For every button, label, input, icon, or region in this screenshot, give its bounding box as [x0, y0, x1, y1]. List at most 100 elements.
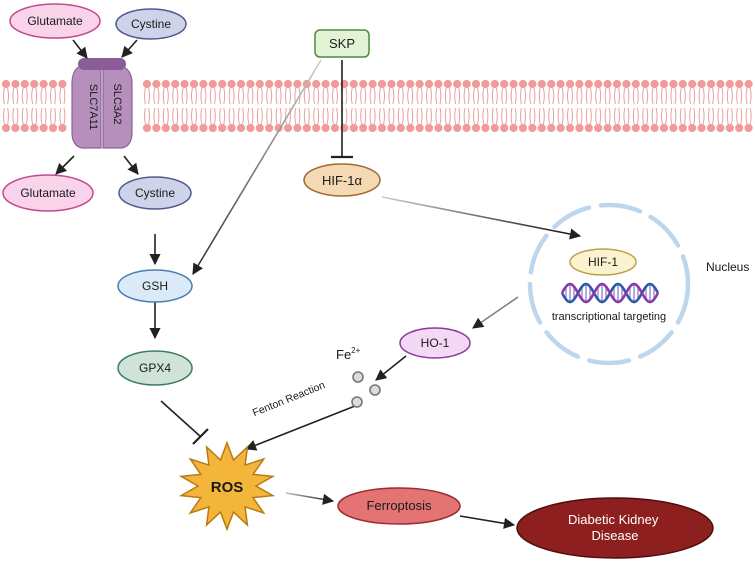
membrane-lipid-tail	[322, 107, 329, 125]
membrane-lipid-head	[368, 123, 377, 133]
membrane-lipid-head	[603, 123, 612, 133]
membrane-lipid-tail	[745, 107, 752, 125]
membrane-lipid-tail	[557, 87, 564, 105]
membrane-lipid-head	[218, 123, 227, 133]
membrane-lipid-head	[359, 123, 368, 133]
membrane-lipid-tail	[144, 107, 150, 125]
membrane-lipid-tail	[473, 87, 479, 105]
fe-ion-dot	[369, 384, 381, 396]
membrane-lipid-head	[302, 123, 311, 133]
membrane-lipid-tail	[501, 107, 508, 125]
membrane-lipid-tail	[435, 107, 442, 125]
membrane-lipid-head	[669, 79, 678, 89]
arrow-fe-to-ros	[244, 405, 356, 451]
glutamate-inside-node	[2, 174, 94, 212]
membrane-lipid-head	[744, 123, 753, 133]
membrane-lipid-tail	[209, 87, 216, 105]
membrane-lipid-tail	[59, 87, 66, 105]
membrane-lipid-head	[39, 79, 48, 89]
membrane-lipid-tail	[632, 107, 639, 125]
membrane-lipid-tail	[332, 107, 338, 125]
membrane-lipid-head	[443, 79, 452, 89]
membrane-lipid-tail	[717, 87, 724, 105]
membrane-lipid-head	[330, 123, 340, 133]
membrane-lipid-head	[434, 79, 443, 89]
membrane-lipid-head	[565, 79, 575, 89]
membrane-lipid-tail	[661, 107, 667, 125]
membrane-lipid-head	[735, 79, 744, 89]
nucleus-label: Nucleus	[706, 260, 749, 274]
membrane-lipid-tail	[350, 107, 357, 125]
membrane-lipid-head	[1, 123, 11, 133]
membrane-lipid-tail	[576, 107, 583, 125]
membrane-lipid-head	[246, 123, 255, 133]
fe-ion-dot	[351, 396, 363, 408]
transporter-cap	[78, 58, 126, 70]
membrane-lipid-head	[58, 123, 67, 133]
membrane-lipid-head	[1, 79, 11, 89]
membrane-lipid-head	[415, 123, 424, 133]
membrane-lipid-head	[424, 79, 434, 89]
membrane-lipid-head	[471, 123, 481, 133]
membrane-lipid-tail	[285, 87, 291, 105]
membrane-lipid-head	[650, 123, 659, 133]
cystine-inside-node	[118, 176, 192, 210]
membrane-lipid-tail	[538, 87, 545, 105]
membrane-lipid-tail	[520, 87, 526, 105]
membrane-lipid-head	[556, 123, 565, 133]
membrane-lipid-head	[490, 123, 499, 133]
membrane-lipid-head	[255, 79, 264, 89]
membrane-lipid-tail	[21, 87, 28, 105]
membrane-lipid-tail	[360, 107, 367, 125]
membrane-lipid-tail	[679, 107, 686, 125]
membrane-lipid-tail	[454, 107, 461, 125]
membrane-lipid-tail	[50, 107, 56, 125]
membrane-lipid-head	[688, 79, 697, 89]
membrane-lipid-tail	[642, 87, 649, 105]
membrane-lipid-tail	[209, 107, 216, 125]
skp-label: SKP	[329, 36, 355, 51]
membrane-lipid-tail	[473, 107, 479, 125]
membrane-lipid-tail	[59, 107, 66, 125]
membrane-lipid-tail	[670, 107, 677, 125]
membrane-lipid-tail	[510, 87, 517, 105]
membrane-lipid-head	[584, 79, 593, 89]
ho1-node	[399, 327, 471, 359]
membrane-lipid-head	[199, 123, 208, 133]
membrane-lipid-head	[236, 79, 246, 89]
membrane-lipid-head	[321, 123, 330, 133]
ferroptosis-node	[337, 487, 461, 525]
membrane-lipid-tail	[538, 107, 545, 125]
membrane-lipid-head	[678, 79, 687, 89]
fe-ion-label: Fe2+	[336, 346, 361, 362]
membrane-lipid-head	[274, 79, 283, 89]
membrane-lipid-tail	[181, 87, 188, 105]
fe-charge: 2+	[351, 346, 360, 355]
membrane-lipid-head	[349, 123, 358, 133]
inhibit-gpx4-to-ros	[160, 400, 202, 438]
membrane-lipid-tail	[642, 107, 649, 125]
glutamate-outside-node	[9, 3, 101, 39]
membrane-lipid-tail	[463, 87, 470, 105]
membrane-lipid-head	[669, 123, 678, 133]
membrane-lipid-head	[744, 79, 753, 89]
membrane-lipid-tail	[322, 87, 329, 105]
membrane-lipid-head	[518, 123, 528, 133]
membrane-lipid-head	[312, 123, 321, 133]
arrow-ferroptosis-to-dkd	[459, 515, 516, 529]
membrane-lipid-tail	[567, 87, 573, 105]
membrane-lipid-head	[659, 79, 669, 89]
hif1-node	[569, 248, 637, 276]
membrane-lipid-head	[537, 79, 546, 89]
membrane-lipid-head	[349, 79, 358, 89]
membrane-lipid-head	[556, 79, 565, 89]
membrane-lipid-tail	[50, 87, 56, 105]
membrane-lipid-head	[594, 79, 603, 89]
membrane-lipid-tail	[454, 87, 461, 105]
diabetic-kidney-disease-node	[516, 497, 714, 559]
membrane-lipid-tail	[726, 107, 733, 125]
membrane-lipid-head	[236, 123, 246, 133]
membrane-lipid-head	[678, 123, 687, 133]
membrane-lipid-head	[218, 79, 227, 89]
